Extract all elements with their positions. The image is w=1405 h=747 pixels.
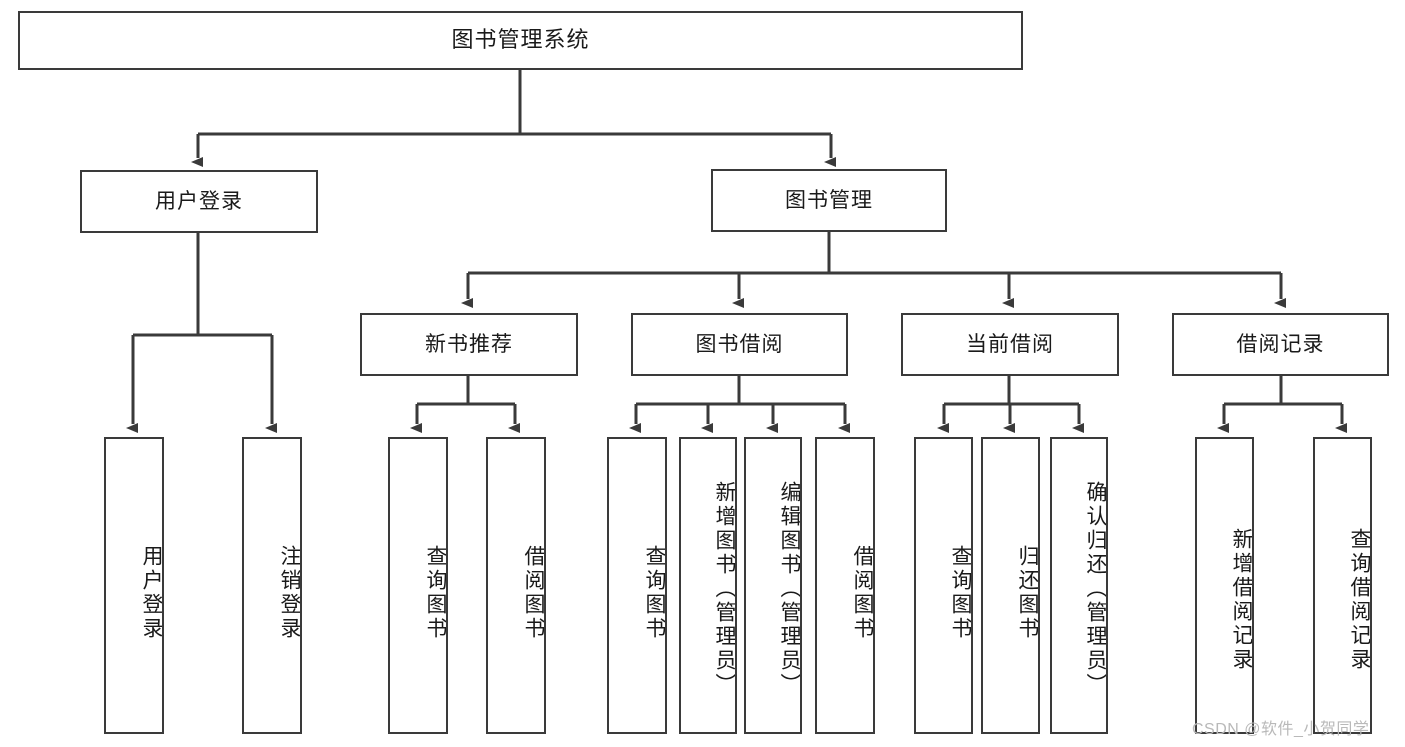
leaf-label: 用户登录 <box>140 544 163 641</box>
leaf-label: 归还图书 <box>1016 544 1039 641</box>
leaf-label: 新增借阅记录 <box>1230 527 1253 672</box>
leaf-label: 查询图书 <box>949 544 972 641</box>
csdn-watermark: CSDN @软件_小贺同学 <box>1192 721 1370 738</box>
leaf-query-book-3[interactable]: 查询图书 <box>914 437 973 734</box>
leaf-label: 借阅图书 <box>851 544 874 641</box>
node-book-borrow[interactable]: 图书借阅 <box>631 313 848 376</box>
leaf-label: 查询借阅记录 <box>1348 527 1371 672</box>
leaf-label: 编辑图书（管理员） <box>778 480 801 697</box>
leaf-label: 确认归还（管理员） <box>1084 480 1107 697</box>
leaf-logout-login[interactable]: 注销登录 <box>242 437 302 734</box>
node-new-book-recommend[interactable]: 新书推荐 <box>360 313 578 376</box>
leaf-query-record[interactable]: 查询借阅记录 <box>1313 437 1372 734</box>
leaf-borrow-book-2[interactable]: 借阅图书 <box>815 437 875 734</box>
leaf-borrow-book-1[interactable]: 借阅图书 <box>486 437 546 734</box>
leaf-return-book[interactable]: 归还图书 <box>981 437 1040 734</box>
leaf-label: 借阅图书 <box>522 544 545 641</box>
node-user-login[interactable]: 用户登录 <box>80 170 318 233</box>
node-book-manage[interactable]: 图书管理 <box>711 169 947 232</box>
leaf-query-book-2[interactable]: 查询图书 <box>607 437 667 734</box>
node-root[interactable]: 图书管理系统 <box>18 11 1023 70</box>
leaf-edit-book[interactable]: 编辑图书（管理员） <box>744 437 802 734</box>
leaf-label: 查询图书 <box>424 544 447 641</box>
leaf-user-login[interactable]: 用户登录 <box>104 437 164 734</box>
leaf-add-book[interactable]: 新增图书（管理员） <box>679 437 737 734</box>
leaf-label: 注销登录 <box>278 544 301 641</box>
leaf-confirm-return[interactable]: 确认归还（管理员） <box>1050 437 1108 734</box>
leaf-label: 查询图书 <box>643 544 666 641</box>
node-borrow-record[interactable]: 借阅记录 <box>1172 313 1389 376</box>
leaf-add-record[interactable]: 新增借阅记录 <box>1195 437 1254 734</box>
node-current-borrow[interactable]: 当前借阅 <box>901 313 1119 376</box>
leaf-label: 新增图书（管理员） <box>713 480 736 697</box>
leaf-query-book-1[interactable]: 查询图书 <box>388 437 448 734</box>
